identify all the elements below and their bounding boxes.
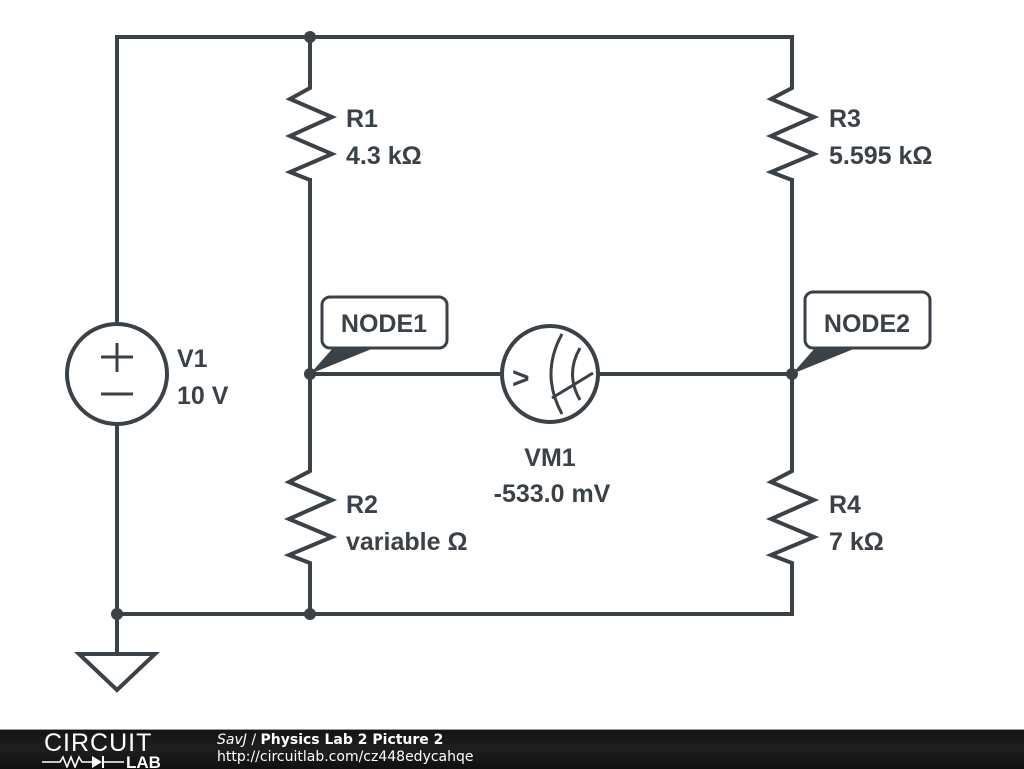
circuitlab-logo[interactable]: CIRCUIT LAB bbox=[40, 729, 180, 768]
wire-bottom bbox=[115, 571, 794, 616]
r3-value: 5.595 kΩ bbox=[829, 142, 932, 170]
circuit-url[interactable]: http://circuitlab.com/cz448edycahqe bbox=[217, 749, 474, 765]
r2-name: R2 bbox=[346, 491, 378, 519]
circuit-schematic: > NODE1 NODE2 R1 4.3 kΩ R3 5.595 kΩ V1 1… bbox=[65, 31, 932, 693]
footer-bar: CIRCUIT LAB SavJ / Physics Lab 2 Picture… bbox=[0, 729, 1024, 769]
logo-text-top: CIRCUIT bbox=[44, 729, 153, 757]
r3-name: R3 bbox=[829, 105, 861, 133]
ground-icon bbox=[73, 652, 161, 693]
meter-needle bbox=[551, 371, 594, 400]
voltmeter-vm1[interactable]: > bbox=[500, 324, 600, 424]
resistor-r2-symbol[interactable] bbox=[283, 463, 338, 573]
r2-value: variable Ω bbox=[346, 528, 468, 556]
footer-info: SavJ / Physics Lab 2 Picture 2 http://ci… bbox=[217, 732, 474, 766]
r1-name: R1 bbox=[346, 105, 378, 133]
node2-tag[interactable]: NODE2 bbox=[792, 290, 932, 374]
node1-tag[interactable]: NODE1 bbox=[310, 295, 449, 374]
wires bbox=[115, 35, 794, 656]
voltage-source-v1[interactable] bbox=[65, 322, 169, 426]
junction-bottom-mid bbox=[304, 608, 316, 620]
meter-arc-outer bbox=[549, 333, 564, 415]
logo-resistor-diode-icon: LAB bbox=[42, 754, 161, 768]
breadcrumb-separator: / bbox=[246, 732, 261, 748]
r1-value: 4.3 kΩ bbox=[346, 142, 422, 170]
r4-name: R4 bbox=[829, 491, 861, 519]
resistor-r3-symbol[interactable] bbox=[765, 80, 820, 182]
meter-arc-inner bbox=[571, 347, 582, 401]
circuit-title[interactable]: Physics Lab 2 Picture 2 bbox=[260, 732, 444, 748]
node2-label: NODE2 bbox=[824, 310, 910, 338]
v1-name: V1 bbox=[177, 345, 208, 373]
vm1-value: -533.0 mV bbox=[494, 480, 611, 508]
resistor-r4-symbol[interactable] bbox=[765, 463, 820, 573]
junction-bottom-left bbox=[111, 608, 123, 620]
junction-top bbox=[304, 31, 316, 43]
r4-value: 7 kΩ bbox=[829, 528, 884, 556]
resistor-r1-symbol[interactable] bbox=[284, 80, 338, 182]
author-link[interactable]: SavJ bbox=[217, 732, 247, 748]
svg-text:LAB: LAB bbox=[126, 754, 161, 768]
v1-value: 10 V bbox=[177, 382, 229, 410]
node1-label: NODE1 bbox=[341, 310, 427, 338]
vm1-name: VM1 bbox=[524, 444, 576, 472]
voltmeter-glyph: > bbox=[512, 362, 530, 395]
wire-top bbox=[115, 35, 794, 322]
